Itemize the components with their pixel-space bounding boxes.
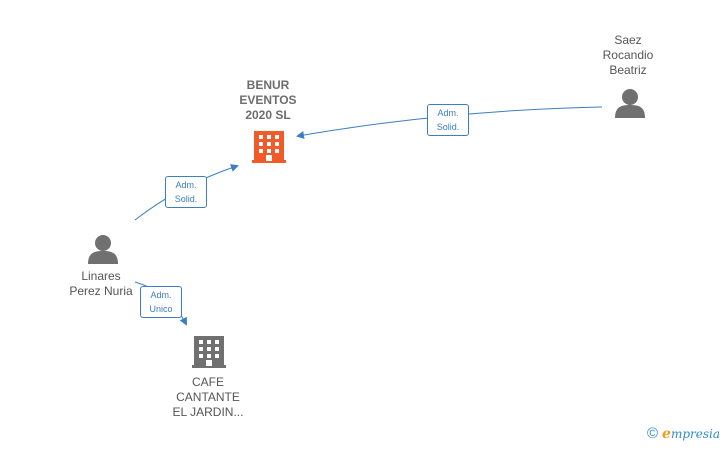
label-line: EL JARDIN... [172, 405, 244, 419]
edge-label-line: Adm. [175, 180, 197, 190]
label-line: CAFE [191, 375, 224, 389]
building-icon[interactable] [252, 131, 286, 163]
label-line: EVENTOS [239, 93, 297, 107]
edge-label-saez-benur[interactable]: Adm. Solid. [427, 104, 469, 136]
edge-label-line: Unico [149, 304, 173, 314]
edge-label-linares-benur[interactable]: Adm. Solid. [165, 176, 207, 208]
label-line: Rocandio [602, 48, 654, 62]
edge-label-line: Solid. [436, 122, 460, 132]
label-line: BENUR [246, 78, 290, 92]
copyright-symbol: © [646, 425, 659, 442]
person-icon[interactable] [88, 235, 118, 264]
company-label-cafe[interactable]: CAFE CANTANTE EL JARDIN... [164, 375, 252, 420]
brand-initial: e [662, 426, 671, 442]
label-line: CANTANTE [176, 390, 240, 404]
edge-label-line: Adm. [150, 290, 172, 300]
person-label-linares[interactable]: Linares Perez Nuria [56, 269, 146, 299]
edge-label-linares-cafe[interactable]: Adm. Unico [140, 286, 182, 318]
person-icon[interactable] [615, 89, 645, 118]
brand-name: mpresia [670, 427, 720, 441]
edge-label-line: Solid. [174, 194, 198, 204]
label-line: Perez Nuria [69, 284, 133, 298]
company-label-benur[interactable]: BENUR EVENTOS 2020 SL [226, 78, 310, 123]
label-line: 2020 SL [245, 108, 291, 122]
label-line: Saez [614, 33, 642, 47]
label-line: Linares [81, 269, 121, 283]
person-label-saez[interactable]: Saez Rocandio Beatriz [588, 33, 668, 78]
building-icon[interactable] [192, 336, 226, 368]
edge-label-line: Adm. [437, 108, 459, 118]
label-line: Beatriz [609, 63, 647, 77]
footer-brand: ©empresia [647, 425, 720, 442]
